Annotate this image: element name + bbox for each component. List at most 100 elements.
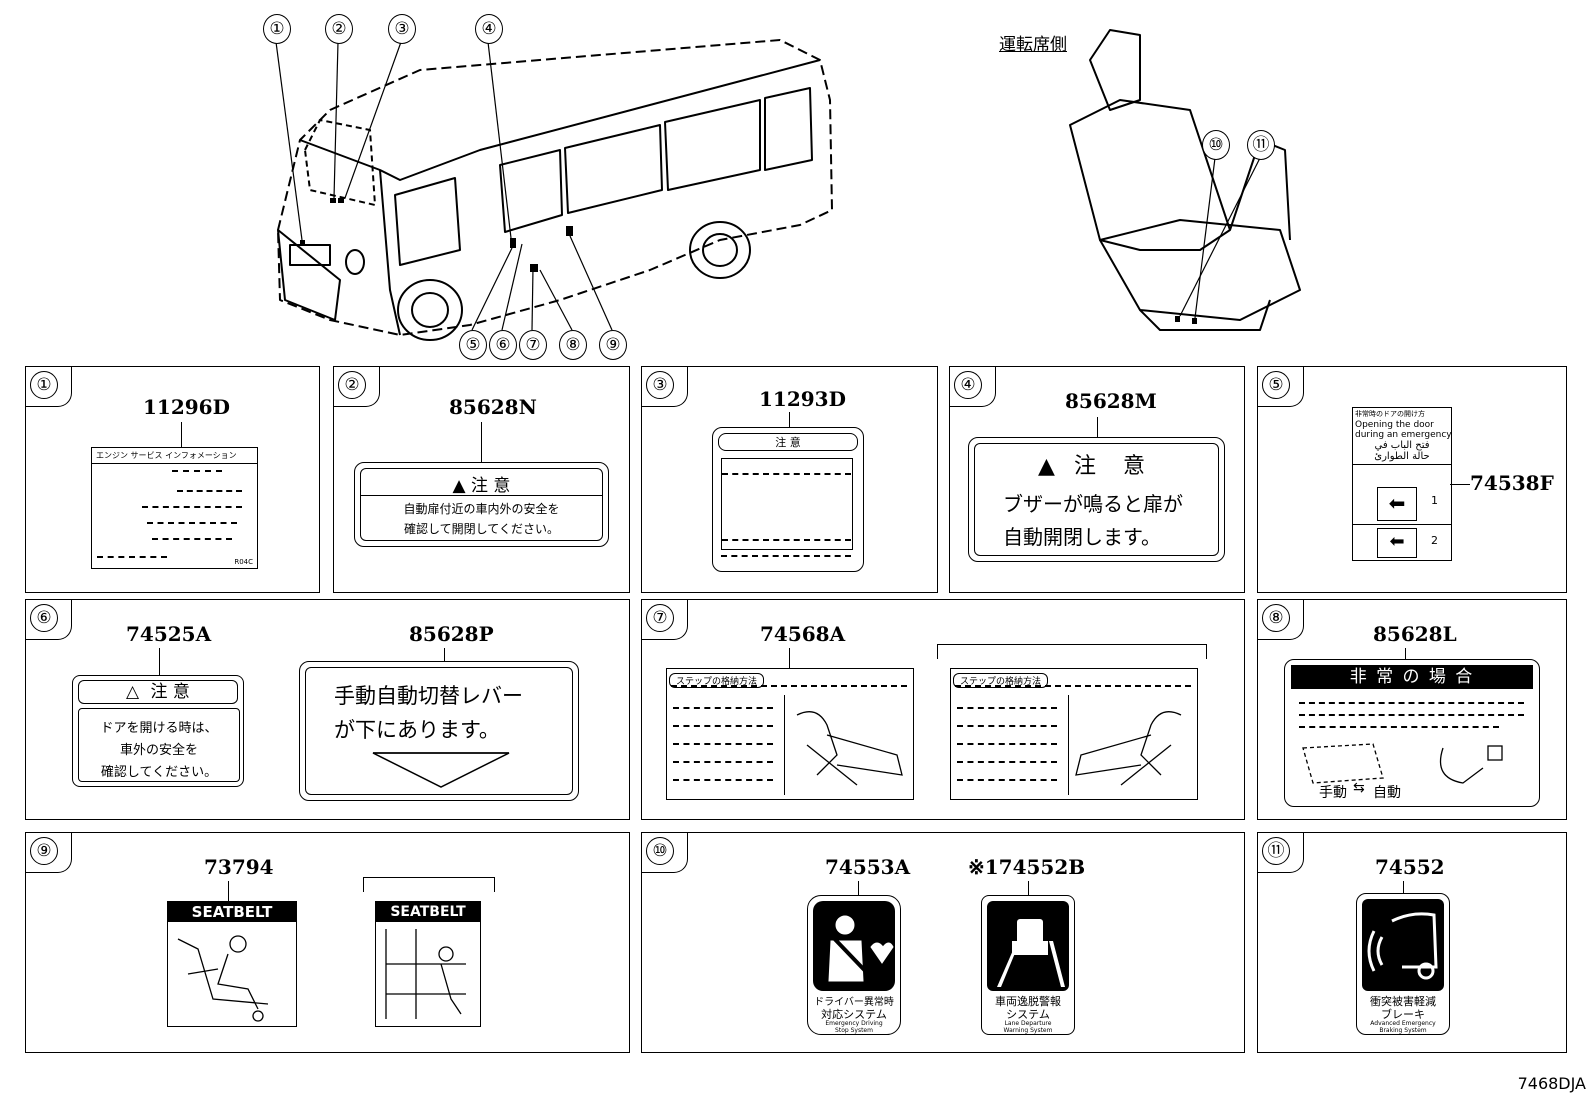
label-85628L: 非 常 の 場 合 手動 ⇆ 自動 [1284,659,1540,807]
label-en-2: Stop System [835,1027,873,1034]
panel-number: ④ [954,371,982,399]
panel-1: ① 11296D エンジン サービス インフォメーション R04C [25,366,320,593]
vehicle-callout-6: ⑥ [489,330,517,360]
part-number-b: ※174552B [968,855,1086,879]
label-11293D: 注 意 [712,427,864,572]
seatbelt-title: SEATBELT [168,902,296,922]
vehicle-callout-3: ③ [388,14,416,44]
part-number: 11296D [143,395,230,419]
label-85628M: ▲ 注 意 ブザーが鳴ると扉が 自動開閉します。 [968,437,1225,562]
vehicle-callout-2: ② [325,14,353,44]
lane-departure-icon [997,919,1065,987]
label-ar-1: فتح الباب في [1374,440,1430,451]
seat-callout-11: ⑪ [1247,130,1275,160]
panel-3: ③ 11293D 注 意 [641,366,938,593]
step-1: 1 [1431,494,1438,507]
label-line-1: 車両逸脱警報 [995,995,1061,1008]
part-number-b: 85628P [409,622,494,646]
seatbelt-passenger-icon [385,929,466,1019]
panel-8: ⑧ 85628L 非 常 の 場 合 手動 ⇆ 自動 [1257,599,1567,820]
label-line-1: 手動自動切替レバー [334,684,523,708]
panel-number: ③ [646,371,674,399]
seatbelt-passenger-icon [177,935,269,1022]
emergency-brake-icon [1367,912,1438,980]
label-74553A: ドライバー異常時 対応システム Emergency Driving Stop S… [807,895,901,1035]
label-line-2: が下にあります。 [334,718,500,742]
label-line-1: ドライバー異常時 [814,997,894,1008]
panel-number: ② [338,371,366,399]
bus-illustration [275,29,1301,341]
label-line-2: 確認して開閉してください。 [404,522,559,536]
label-title: エンジン サービス インフォメーション [92,448,257,464]
label-74552: 衝突被害軽減 ブレーキ Advanced Emergency Braking S… [1356,893,1450,1035]
panel-2: ② 85628N ▲ 注 意 自動扉付近の車内外の安全を 確認して開閉してくださ… [333,366,630,593]
panel-7: ⑦ 74568A ステップの格納方法 ステップの格納方法 [641,599,1245,820]
step-illustration [1075,711,1182,786]
label-code: R04C [234,558,253,566]
driver-side-label: 運転席側 [999,35,1067,55]
label-ar-2: حالة الطوارئ [1353,451,1451,465]
part-number: 74538F [1470,471,1554,495]
label-title: 注 意 [718,433,858,451]
label-74568A-variant: ステップの格納方法 [950,668,1198,800]
vehicle-callout-7: ⑦ [519,330,547,360]
lever-illustration [1302,743,1503,784]
part-number: 74552 [1375,855,1445,879]
part-number: 85628N [449,395,537,419]
label-line-1: 衝突被害軽減 [1370,995,1436,1008]
label-11296D: エンジン サービス インフォメーション R04C [91,447,258,569]
panel-number: ⑨ [30,837,58,865]
part-number: 11293D [759,387,846,411]
vehicle-callout-4: ④ [475,14,503,44]
panel-number: ⑧ [1262,604,1290,632]
label-en-2: during an emergency [1355,430,1452,440]
label-en-1: Emergency Driving [825,1020,883,1027]
label-en-2: Braking System [1379,1027,1427,1034]
door-handle-icon: ⬅ [1377,528,1417,558]
label-title: 非 常 の 場 合 [1291,665,1533,689]
warning-triangle-icon: ▲ [452,476,466,496]
footer-code: 7468DJA [1517,1074,1586,1093]
panel-5: ⑤ 非常時のドアの開け方 Opening the door during an … [1257,366,1567,593]
panel-number: ① [30,371,58,399]
label-title: 注 意 [1073,454,1155,479]
part-number-a: 74553A [825,855,911,879]
part-number-a: 74525A [126,622,212,646]
panel-6: ⑥ 74525A △ 注 意 ドアを開ける時は、 車外の安全を 確認してください… [25,599,630,820]
label-line-3: 確認してください。 [100,765,218,780]
panel-11: ⑪ 74552 衝突被害軽減 ブレーキ Advanced Emergency B… [1257,832,1567,1053]
label-73794-variant: SEATBELT [375,901,481,1027]
part-number: 73794 [204,855,274,879]
step-2: 2 [1431,534,1438,547]
panel-number: ⑪ [1262,837,1290,865]
vehicle-callout-1: ① [263,14,291,44]
label-73794: SEATBELT [167,901,297,1027]
label-174552B: 車両逸脱警報 システム Lane Departure Warning Syste… [981,895,1075,1035]
label-line-1: ドアを開ける時は、 [100,721,218,736]
label-line-2: 車外の安全を [119,743,198,758]
label-74538F: 非常時のドアの開け方 Opening the door during an em… [1352,407,1452,561]
panel-10: ⑩ 74553A ドライバー異常時 対応システム Emergency Drivi… [641,832,1245,1053]
label-line-2: 対応システム [821,1008,887,1021]
label-title: 注 意 [150,682,190,702]
label-en-1: Advanced Emergency [1370,1020,1436,1027]
label-85628P: 手動自動切替レバー が下にあります。 [299,661,579,801]
switch-arrow-icon: ⇆ [1353,780,1365,796]
panel-number: ⑦ [646,604,674,632]
label-74525A: △ 注 意 ドアを開ける時は、 車外の安全を 確認してください。 [72,675,244,787]
label-line-2: 自動開閉します。 [1003,525,1161,549]
warning-triangle-icon: △ [126,682,140,702]
warning-triangle-icon: ▲ [1038,454,1055,479]
seatbelt-title: SEATBELT [376,902,480,922]
vehicle-callout-8: ⑧ [559,330,587,360]
door-handle-icon: ⬅ [1377,487,1417,521]
panel-4: ④ 85628M ▲ 注 意 ブザーが鳴ると扉が 自動開閉します。 [949,366,1245,593]
vehicle-callout-9: ⑨ [599,330,627,360]
down-arrow-icon [372,752,510,788]
label-title: 注 意 [471,476,511,496]
label-head: ステップの格納方法 [669,673,765,688]
part-number: 85628L [1373,622,1457,646]
label-en-1: Lane Departure [1004,1020,1052,1027]
label-line-2: システム [1006,1008,1050,1021]
panel-9: ⑨ 73794 SEATBELT SEATBELT [25,832,630,1053]
